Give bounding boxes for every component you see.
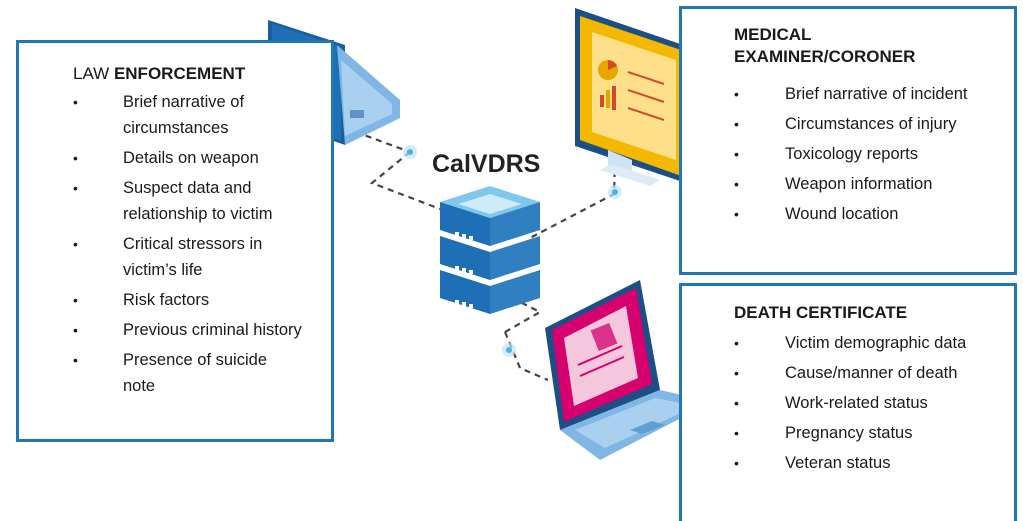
- list-item-text: Brief narrative of circumstances: [123, 93, 245, 137]
- list-item-text: Circumstances of injury: [785, 115, 957, 133]
- list-item: • Circumstances of injury: [682, 111, 1014, 137]
- bullet-icon: •: [734, 176, 739, 192]
- list-item-text: Risk factors: [123, 291, 210, 309]
- connector-nodes: [403, 145, 622, 357]
- list-item-text: Details on weapon: [123, 149, 259, 167]
- law-enforcement-panel: LAW ENFORCEMENT • Brief narrative of circ…: [16, 40, 334, 442]
- bullet-icon: •: [73, 352, 78, 368]
- list-item-text: Veteran status: [785, 454, 891, 472]
- list-item-text: Brief narrative of incident: [785, 85, 968, 103]
- list-item-text: Victim demographic data: [785, 334, 967, 352]
- death-certificate-title: DEATH CERTIFICATE: [734, 303, 908, 322]
- list-item-text: Work-related status: [785, 394, 928, 412]
- calvdrs-server-icon: [440, 186, 540, 314]
- list-item-text: Wound location: [785, 205, 899, 223]
- list-item: • Victim demographic data: [682, 330, 1014, 356]
- bullet-icon: •: [734, 335, 739, 351]
- bullet-icon: •: [734, 425, 739, 441]
- medical-examiner-panel: MEDICAL EXAMINER/CORONER • Brief narrativ…: [679, 6, 1017, 275]
- list-item-text: Presence of suicide note: [123, 351, 267, 395]
- list-item: • Critical stressors in victim’s life: [19, 231, 331, 283]
- medical-examiner-list: • Brief narrative of incident • Circumstanc…: [682, 81, 1014, 231]
- bullet-icon: •: [734, 395, 739, 411]
- law-enforcement-title-bold: ENFORCEMENT: [113, 64, 246, 83]
- list-item-text: Toxicology reports: [785, 145, 918, 163]
- list-item: • Details on weapon: [19, 145, 331, 171]
- medical-examiner-monitor-icon: [575, 8, 692, 186]
- list-item: • Risk factors: [19, 287, 331, 313]
- bullet-icon: •: [734, 146, 739, 162]
- list-item-text: Pregnancy status: [785, 424, 913, 442]
- connector-law-hub: [369, 151, 449, 214]
- list-item: • Brief narrative of circumstances: [19, 89, 331, 141]
- death-certificate-list: • Victim demographic data • Cause/manner of…: [682, 330, 1014, 480]
- list-item-text: Critical stressors in victim’s life: [123, 235, 263, 279]
- bullet-icon: •: [734, 86, 739, 102]
- connector-monitor-hub: [529, 159, 617, 239]
- list-item: • Presence of suicide note: [19, 347, 331, 399]
- bullet-icon: •: [73, 150, 78, 166]
- law-enforcement-title-plain: LAW: [73, 64, 114, 83]
- medical-examiner-title: MEDICAL EXAMINER/CORONER: [734, 25, 916, 66]
- bullet-icon: •: [734, 116, 739, 132]
- list-item: • Toxicology reports: [682, 141, 1014, 167]
- list-item-text: Suspect data and relationship to victim: [123, 179, 273, 223]
- list-item-text: Previous criminal history: [123, 321, 302, 339]
- list-item-text: Cause/manner of death: [785, 364, 958, 382]
- law-enforcement-title: LAW ENFORCEMENT: [73, 63, 245, 85]
- law-enforcement-list: • Brief narrative of circumstances • Detail…: [19, 89, 331, 403]
- list-item: • Pregnancy status: [682, 420, 1014, 446]
- list-item: • Brief narrative of incident: [682, 81, 1014, 107]
- calvdrs-label: CalVDRS: [432, 150, 541, 178]
- bullet-icon: •: [734, 365, 739, 381]
- list-item: • Wound location: [682, 201, 1014, 227]
- bullet-icon: •: [73, 322, 78, 338]
- list-item: • Veteran status: [682, 450, 1014, 476]
- list-item: • Previous criminal history: [19, 317, 331, 343]
- list-item: • Cause/manner of death: [682, 360, 1014, 386]
- bullet-icon: •: [73, 236, 78, 252]
- list-item: • Work-related status: [682, 390, 1014, 416]
- bullet-icon: •: [734, 455, 739, 471]
- list-item: • Suspect data and relationship to victim: [19, 175, 331, 227]
- bullet-icon: •: [734, 206, 739, 222]
- list-item: • Weapon information: [682, 171, 1014, 197]
- death-certificate-panel: DEATH CERTIFICATE • Victim demographic da…: [679, 283, 1017, 521]
- bullet-icon: •: [73, 94, 78, 110]
- list-item-text: Weapon information: [785, 175, 933, 193]
- bullet-icon: •: [73, 292, 78, 308]
- bullet-icon: •: [73, 180, 78, 196]
- death-certificate-laptop-icon: [545, 280, 712, 460]
